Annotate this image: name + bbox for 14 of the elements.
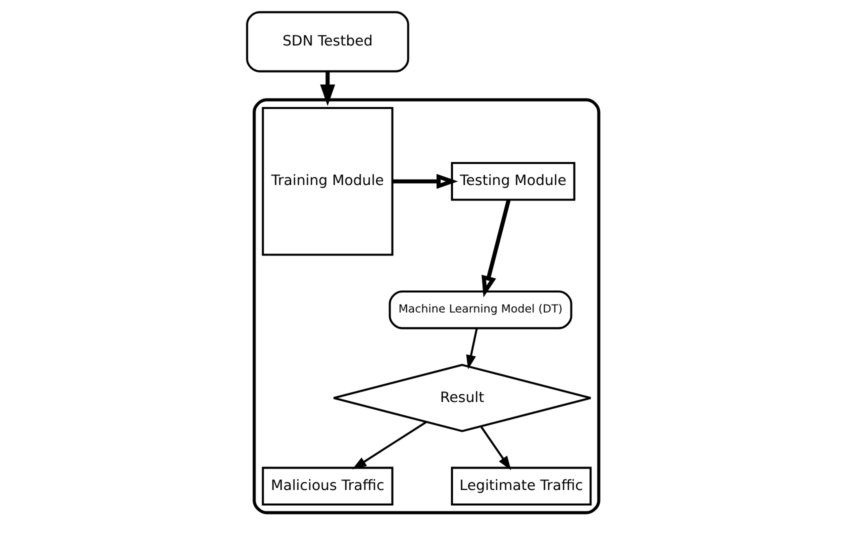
arrow [392, 174, 458, 189]
arrow [352, 421, 426, 470]
node-diamond: Result [332, 364, 592, 432]
arrow [466, 328, 478, 370]
node-box: Machine Learning Model (DT) [388, 290, 572, 330]
cluster [252, 98, 600, 514]
node-box: Malicious Traffic [261, 466, 393, 506]
arrow [320, 72, 335, 106]
node-box: Legitimate Traffic [450, 466, 592, 506]
node-box: Testing Module [450, 162, 575, 201]
arrow [480, 426, 511, 470]
arrow [481, 199, 510, 298]
node-box: SDN Testbed [246, 11, 409, 72]
node-box: Training Module [261, 106, 393, 256]
